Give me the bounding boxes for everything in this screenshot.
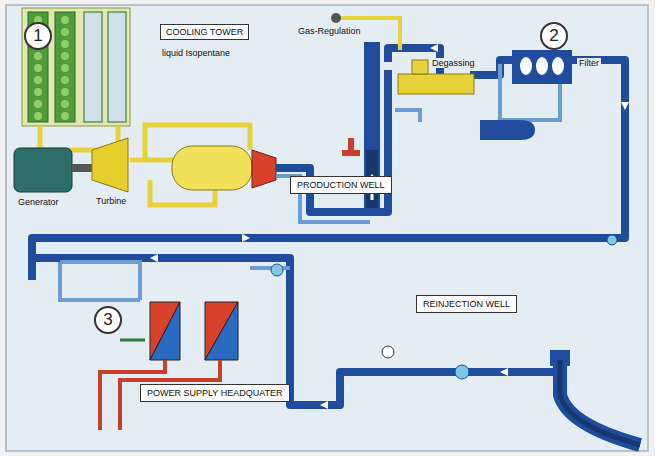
- label-box: REINJECTION WELL: [416, 295, 517, 313]
- box-title: POWER SUPPLY HEADQUATER: [147, 388, 283, 398]
- part-label: Gas-Regulation: [296, 26, 363, 36]
- part-label: Turbine: [94, 196, 128, 206]
- callout-number: 2: [540, 22, 568, 50]
- label-box: PRODUCTION WELL: [290, 176, 392, 194]
- part-label: Generator: [16, 197, 61, 207]
- box-title: COOLING TOWER: [160, 24, 249, 40]
- part-label: Filter: [577, 58, 601, 68]
- callout-number: 3: [94, 306, 122, 334]
- box-title: REINJECTION WELL: [423, 299, 510, 309]
- label-box: POWER SUPPLY HEADQUATER: [140, 384, 290, 402]
- box-subtitle: liquid Isopentane: [160, 48, 249, 58]
- component-label: COOLING TOWER liquid Isopentane: [160, 24, 249, 58]
- callout-number: 1: [24, 22, 52, 50]
- box-title: PRODUCTION WELL: [297, 180, 385, 190]
- part-label: Degassing: [430, 58, 477, 68]
